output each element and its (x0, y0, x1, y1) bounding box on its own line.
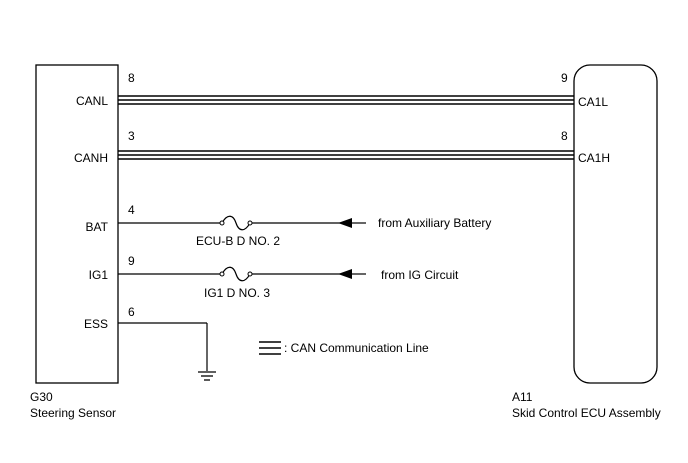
ground-icon (198, 371, 216, 381)
can-legend-label: : CAN Communication Line (284, 341, 429, 355)
terminal-label-ca1l: CA1L (578, 95, 608, 109)
terminal-label-ig1: IG1 (89, 268, 109, 282)
can-low-line (118, 95, 574, 105)
right-component-name: Skid Control ECU Assembly (512, 406, 661, 420)
pin-number-ca1h: 8 (561, 129, 568, 143)
fuse-terminal-left (219, 271, 225, 277)
fuse-terminal-right (247, 220, 253, 226)
terminal-label-canl: CANL (76, 94, 108, 108)
bat-arrow-icon (338, 218, 352, 228)
terminal-label-canh: CANH (74, 151, 108, 165)
source-label-ig: from IG Circuit (381, 268, 459, 282)
terminal-label-ess: ESS (84, 317, 108, 331)
pin-number-ca1l: 9 (561, 71, 568, 85)
steering-sensor-box (35, 64, 119, 384)
pin-number-canl: 8 (128, 71, 135, 85)
pin-number-canh: 3 (128, 129, 135, 143)
source-label-battery: from Auxiliary Battery (378, 216, 491, 230)
fuse-label-ig1: IG1 D NO. 3 (204, 286, 270, 300)
can-high-line (118, 150, 574, 160)
left-component-name: Steering Sensor (30, 406, 116, 420)
fuse-label-ecu-b: ECU-B D NO. 2 (196, 234, 280, 248)
left-component-code: G30 (30, 390, 53, 404)
ig1-wire (118, 266, 346, 282)
terminal-label-bat: BAT (86, 220, 109, 234)
bat-wire (118, 215, 346, 231)
skid-control-ecu-box (573, 64, 658, 384)
can-legend-icon (259, 341, 281, 355)
fuse-terminal-right (247, 271, 253, 277)
terminal-label-ca1h: CA1H (578, 151, 610, 165)
pin-number-ig1: 9 (128, 254, 135, 268)
right-component-code: A11 (512, 390, 533, 404)
pin-number-bat: 4 (128, 203, 135, 217)
fuse-terminal-left (219, 220, 225, 226)
ess-wire (118, 322, 208, 371)
ig1-arrow-icon (338, 269, 352, 279)
pin-number-ess: 6 (128, 305, 135, 319)
